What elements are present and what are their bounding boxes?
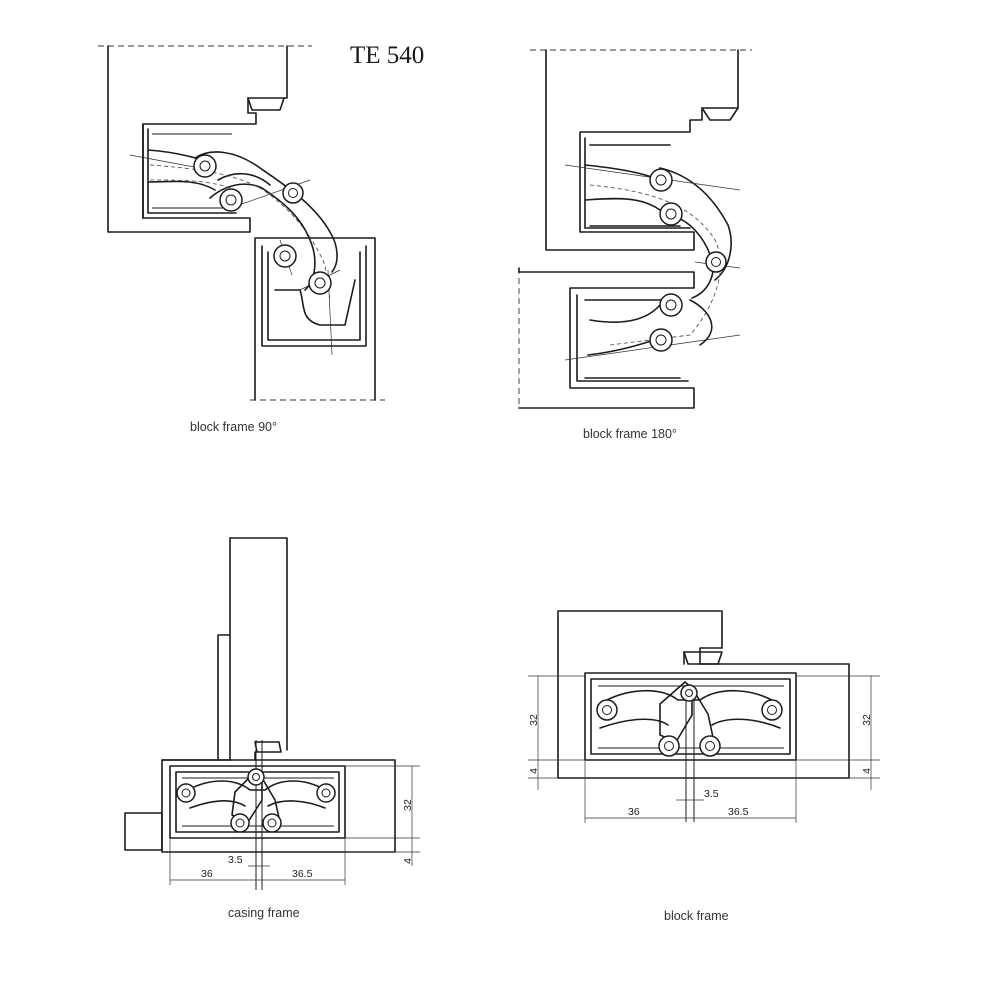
block-dim-36-5: 36.5 [728,806,749,818]
block-dim-32-right: 32 [861,714,873,726]
casing-dim-36: 36 [201,868,213,880]
block-dim-3-5: 3.5 [704,788,719,800]
view-casing-frame [124,537,420,890]
casing-dim-36-5: 36.5 [292,868,313,880]
caption-casing-frame: casing frame [228,906,300,920]
block-dim-4-left: 4 [528,768,540,774]
casing-dim-32: 32 [402,799,414,811]
block-dim-36: 36 [628,806,640,818]
casing-dim-3-5: 3.5 [228,854,243,866]
drawing-title: TE 540 [350,42,424,69]
casing-dim-4: 4 [402,858,414,864]
caption-block-frame-90: block frame 90° [190,420,277,434]
block-dim-4-right: 4 [861,768,873,774]
caption-block-frame-180: block frame 180° [583,427,677,441]
view-block-frame-90 [98,45,385,401]
view-block-frame-180 [518,49,752,409]
caption-block-frame: block frame [664,909,729,923]
view-block-frame [528,610,880,823]
block-dim-32-left: 32 [528,714,540,726]
